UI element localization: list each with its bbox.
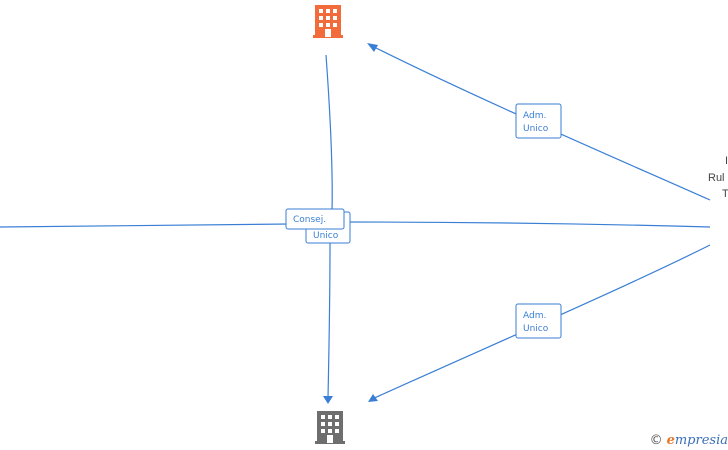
edge-label-line: Unico: [313, 231, 339, 241]
edge-label-line: Unico: [523, 124, 549, 134]
edge-left-to-center: [0, 223, 291, 228]
person-node-label[interactable]: I Rul T: [708, 155, 728, 200]
edge-center-to-right: [344, 221, 711, 228]
edge-center-to-bottom: [327, 242, 331, 399]
person-label-line: T: [722, 188, 728, 200]
building-icon[interactable]: [315, 411, 345, 444]
brand-name: mpresia: [674, 433, 728, 448]
edge-label-line: Unico: [523, 324, 549, 334]
building-icon[interactable]: [313, 5, 343, 38]
copyright-symbol: ©: [649, 433, 663, 448]
edge-label-line: Consej.: [293, 215, 326, 225]
arrowhead-bottom: [368, 394, 378, 402]
watermark: ©empresia: [650, 433, 728, 448]
edge-label-adm-unico-bottom[interactable]: Adm. Unico: [515, 303, 562, 339]
person-label-line: Rul: [708, 172, 725, 184]
edge-label-line: Adm.: [523, 311, 546, 321]
arrowhead-down-center: [323, 396, 333, 404]
edge-label-adm-unico-top[interactable]: Adm. Unico: [515, 103, 562, 139]
brand-initial: e: [666, 433, 675, 448]
person-label-line: I: [725, 155, 728, 167]
edge-label-line: Adm.: [523, 111, 546, 121]
arrowhead-top: [367, 43, 378, 52]
edge-label-consej-unico[interactable]: Consej. Unico: [285, 208, 351, 244]
edge-top-to-center: [325, 54, 333, 213]
